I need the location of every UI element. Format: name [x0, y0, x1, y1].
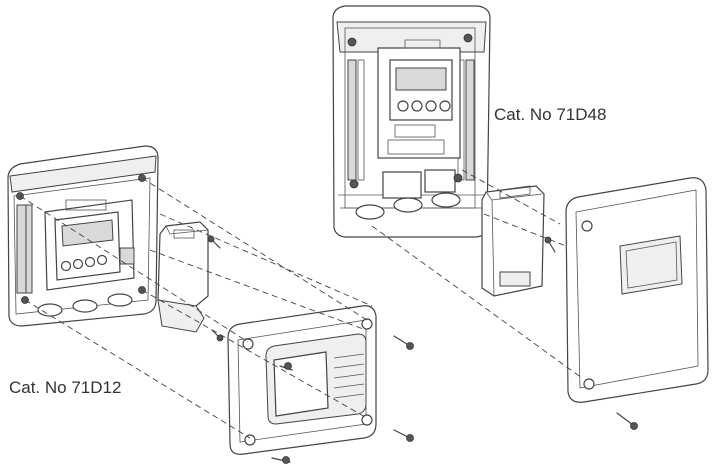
small-unit-guide-lines	[19, 177, 373, 439]
large-unit-guide-lines	[371, 169, 583, 379]
large-unit-display-board	[377, 39, 461, 159]
small-unit-battery-pack	[157, 221, 209, 333]
small-unit-screws	[207, 235, 414, 464]
label-cat-71d48: Cat. No 71D48	[494, 105, 607, 124]
large-unit-battery-pack	[481, 185, 545, 297]
large-unit-screws	[544, 236, 638, 430]
label-cat-71d12: Cat. No 71D12	[9, 378, 122, 397]
small-unit-front-cover	[227, 305, 377, 455]
small-unit-display-board	[44, 199, 135, 291]
large-unit-front-cover	[565, 177, 709, 403]
